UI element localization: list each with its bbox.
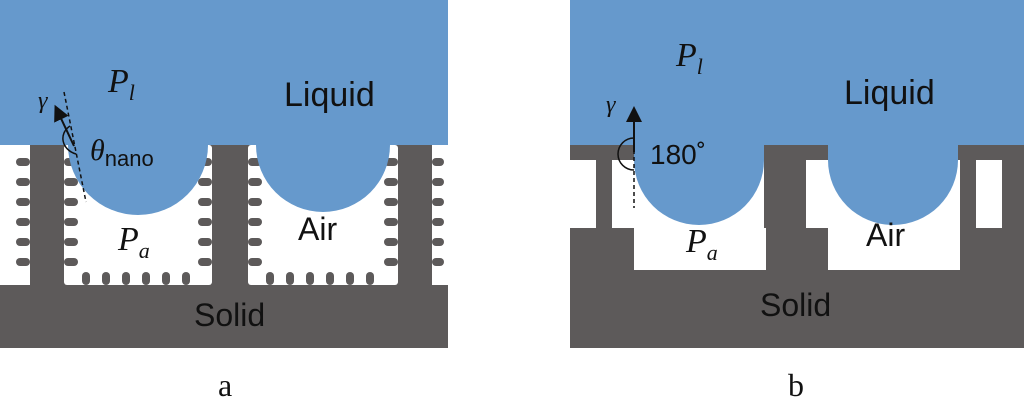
air-gap	[570, 160, 596, 228]
nano-teeth	[64, 158, 212, 285]
air-pressure-label: Pa	[685, 223, 718, 265]
gamma-symbol: γ	[606, 92, 616, 118]
air-gap	[828, 228, 960, 270]
air-cavity-edge-left	[0, 145, 30, 285]
air-gap	[976, 160, 1002, 228]
liquid-label: Liquid	[284, 76, 375, 114]
liquid-meniscus	[68, 145, 208, 215]
liquid-region	[570, 0, 1024, 145]
air-label: Air	[866, 217, 905, 253]
theta-nano-label: θnano	[90, 134, 154, 171]
gamma-symbol: γ	[38, 88, 48, 114]
liquid-meniscus	[828, 145, 958, 225]
liquid-pressure-label: Pl	[107, 63, 135, 105]
tangent-dashed-line	[63, 91, 87, 203]
angle-180-label: 180˚	[650, 139, 706, 170]
air-cavity-edge-right	[432, 145, 448, 285]
liquid-meniscus	[634, 145, 764, 225]
angle-arc	[62, 125, 77, 155]
solid-label: Solid	[760, 287, 831, 323]
panel-a: Pl Liquid γ θnano Pa Air Solid	[0, 0, 448, 348]
liquid-region	[0, 0, 448, 145]
caption-a: a	[218, 367, 232, 403]
air-pressure-label: Pa	[117, 221, 150, 263]
caption-b: b	[788, 367, 804, 403]
air-label: Air	[298, 211, 337, 247]
air-cavity-right	[248, 145, 398, 285]
liquid-pressure-label: Pl	[675, 37, 703, 79]
liquid-label: Liquid	[844, 74, 935, 112]
air-gap	[634, 228, 766, 270]
solid-label: Solid	[194, 297, 265, 333]
angle-arc	[617, 137, 635, 171]
air-cavity-left	[64, 145, 212, 285]
panel-b: Pl Liquid γ 180˚ Pa Air Solid	[570, 0, 1024, 348]
liquid-meniscus	[256, 145, 390, 212]
